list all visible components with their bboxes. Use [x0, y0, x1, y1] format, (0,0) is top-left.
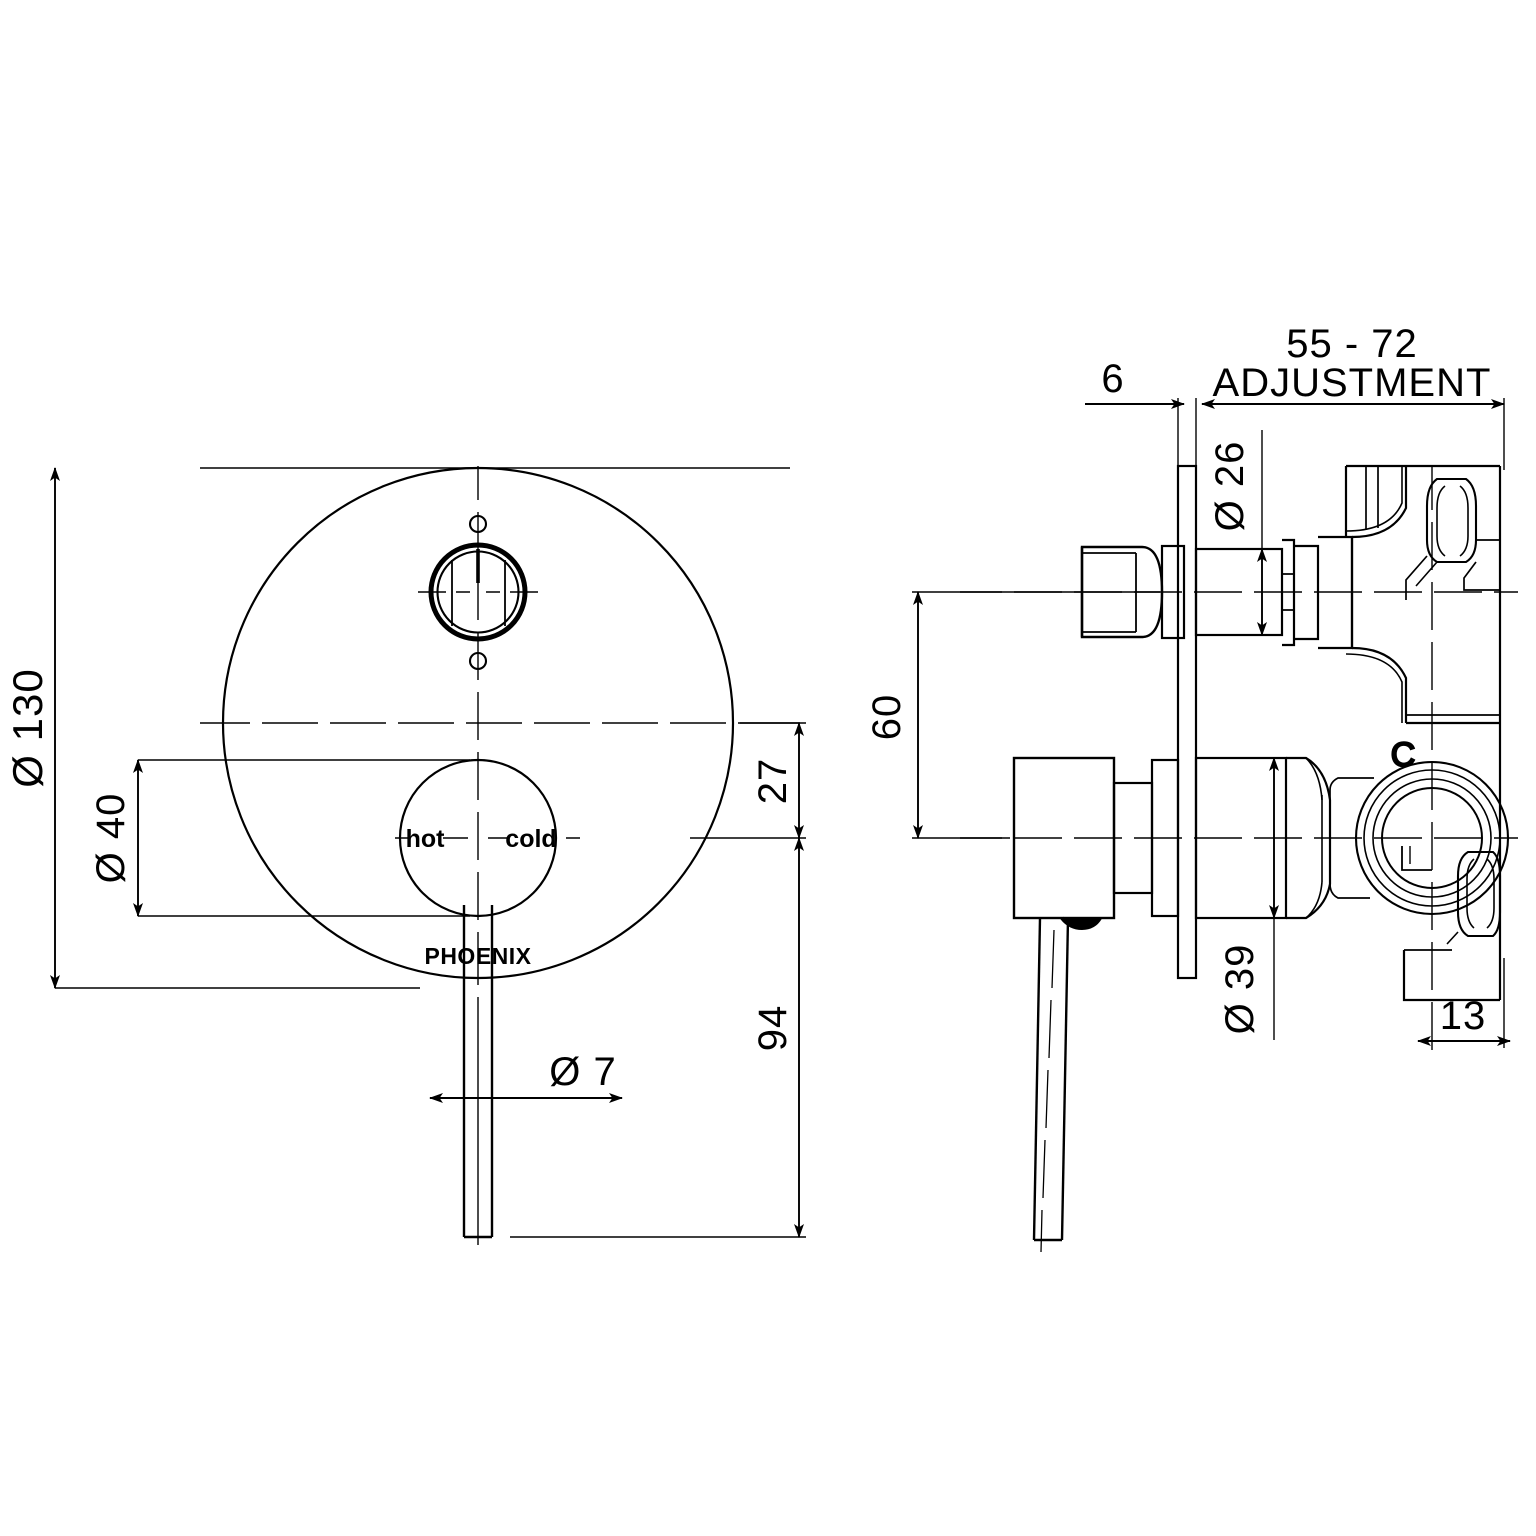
upper-port-base: [1463, 561, 1500, 591]
dim-text-handle-hub-diameter: Ø 40: [89, 793, 133, 884]
dim-text-lever-drop: 94: [751, 1005, 795, 1052]
dim-text-diverter-offset: 27: [751, 758, 795, 805]
dim-text-outlet-offset: 13: [1440, 994, 1487, 1038]
boss-lower-fillet: [1351, 646, 1408, 723]
dim-text-centre-spacing: 60: [865, 694, 909, 741]
label-brand: PHOENIX: [424, 943, 531, 969]
lower-port-inner: [1466, 858, 1475, 929]
label-cold: cold: [505, 825, 556, 853]
upper-outlet-port: [1405, 477, 1500, 600]
lower-port-web: [1446, 931, 1459, 945]
dim-mixer-hub-diameter: [1196, 757, 1290, 1040]
diverter-screw-bottom: [468, 651, 488, 671]
body-bottom-block: [1402, 950, 1500, 1002]
lever-stem-side[interactable]: [1032, 917, 1070, 1253]
dim-plate-diameter: [50, 467, 790, 989]
dim-plate-thickness: [1085, 398, 1197, 470]
upper-port-inner: [1436, 485, 1446, 557]
cartridge-keyway: [1401, 846, 1432, 871]
mixer-boss: [1286, 756, 1332, 920]
upper-port-inner2: [1459, 485, 1469, 557]
lever-stem-side-centreline: [1040, 929, 1055, 1253]
body-lower-fillet: [1329, 777, 1374, 791]
dim-handle-hub-diameter: [133, 759, 470, 917]
body-lower-fillet2: [1329, 883, 1370, 899]
upper-port-web: [1405, 555, 1428, 600]
boss-upper-fillet: [1351, 466, 1408, 539]
dim-diverter-spindle-diameter: [1196, 430, 1268, 636]
dim-lever-drop: [510, 837, 806, 1238]
annotation-text-layer: Ø 130 Ø 40 Ø 7 27 94 hot cold PHOENIX 6 …: [4, 322, 1492, 1094]
diverter-knob-front[interactable]: [418, 514, 538, 671]
diverter-screw-top: [468, 514, 488, 534]
lever-stem-side-left: [1032, 917, 1042, 1241]
upper-port-web2: [1415, 561, 1438, 587]
dim-text-adjustment-word: ADJUSTMENT: [1213, 361, 1492, 405]
dim-text-adjustment-range: 55 - 72: [1286, 322, 1418, 366]
wall-plate-side: [1176, 464, 1198, 980]
side-view-group: C: [912, 398, 1518, 1253]
dim-adjustment: [1201, 398, 1505, 470]
dim-text-mixer-hub-diameter: Ø 39: [1218, 944, 1262, 1035]
lever-stem-front[interactable]: [462, 905, 494, 1239]
wall-plate-body: [1176, 464, 1198, 980]
label-hot: hot: [406, 825, 446, 853]
upper-port-outer: [1425, 477, 1478, 564]
lever-stem-side-right: [1060, 917, 1070, 1241]
dim-text-plate-thickness: 6: [1101, 357, 1124, 401]
coupling-splines: [1282, 573, 1294, 611]
diverter-knob-edges: [1082, 552, 1136, 633]
dim-text-lever-diameter: Ø 7: [549, 1050, 616, 1094]
dim-centre-spacing: [912, 591, 1160, 839]
front-view-group: [50, 466, 806, 1245]
valve-body-side: C: [1321, 464, 1502, 1002]
dim-text-diverter-spindle-diameter: Ø 26: [1208, 441, 1252, 532]
dim-outlet-offset: [1417, 958, 1511, 1048]
lower-port-outer: [1456, 850, 1502, 938]
boss-upper-fillet-inner: [1345, 466, 1403, 532]
mixer-boss-inner2: [1305, 881, 1323, 919]
lower-outlet-port: [1446, 850, 1502, 948]
dim-text-plate-diameter: Ø 130: [4, 668, 51, 787]
dim-diverter-offset: [690, 722, 806, 839]
lower-port-inner2: [1486, 858, 1495, 929]
body-c-mark: C: [1391, 736, 1416, 774]
boss-lower-fillet-inner: [1345, 653, 1403, 723]
mixer-handle-hub-front[interactable]: [395, 758, 580, 918]
mixer-boss-inner: [1305, 757, 1323, 801]
